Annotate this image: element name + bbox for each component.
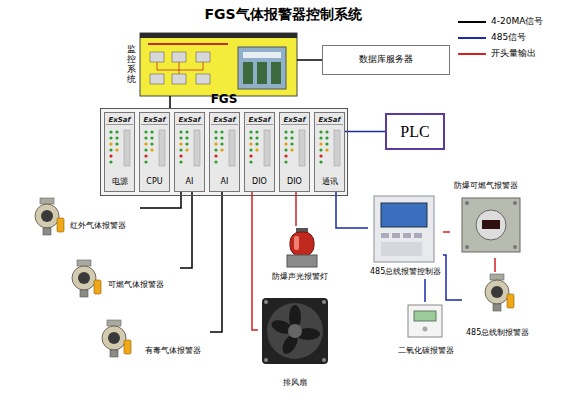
node-text: ExSaf	[175, 116, 204, 124]
detector-icon	[102, 320, 131, 357]
signal-wire	[443, 231, 450, 233]
node-text: AI	[210, 177, 239, 187]
module-card: ExSafAI	[174, 112, 205, 192]
signal-wire	[252, 192, 258, 330]
device: 防爆可燃气报警器	[450, 180, 528, 258]
signal-wire	[345, 131, 385, 133]
node-text: PLC	[387, 122, 443, 141]
node-text: 485总线报警控制器	[370, 267, 441, 277]
legend-text: 开头量输出	[491, 48, 536, 59]
node-text: ExSaf	[210, 116, 239, 124]
device: 可燃气体报警器	[65, 258, 180, 300]
signal-wire	[424, 279, 426, 302]
node-text: 数据库服务器	[323, 54, 449, 65]
device: 红外气体报警器	[28, 196, 140, 236]
node-text: ExSaf	[245, 116, 274, 124]
module-card: ExSafDIO	[244, 112, 275, 192]
device: 有毒气体报警器	[95, 318, 210, 362]
fgs-rack: FGSExSaf电源ExSafCPUExSafAIExSafAIExSafDIO…	[100, 108, 348, 196]
legend-line	[458, 16, 486, 28]
detector-icon	[35, 198, 64, 235]
detector-icon	[485, 274, 514, 311]
node-text: ExSaf	[280, 116, 309, 124]
alarm-light-icon	[287, 228, 317, 267]
device: 485总线报警控制器	[368, 193, 443, 279]
module-card: ExSafDIO	[279, 112, 310, 192]
node-text: 有毒气体报警器	[145, 346, 201, 356]
node-text: DIO	[245, 177, 274, 187]
module-card: ExSaf 电源	[104, 112, 135, 192]
legend-text: 4-20MA信号	[491, 16, 543, 27]
device: 排风扇	[258, 296, 333, 392]
node-text: ExSaf	[315, 116, 344, 124]
co2-detector-icon	[408, 305, 442, 337]
signal-wire	[210, 192, 222, 332]
legend-line	[458, 48, 486, 60]
node-text: 防爆可燃气报警器	[454, 181, 518, 191]
signal-wire	[180, 192, 192, 268]
signal-wire	[140, 192, 181, 208]
device: 485总线制报警器	[462, 272, 531, 340]
node-text: 电源	[105, 177, 134, 187]
monitor-system: 监控系统	[125, 33, 297, 96]
explosion-proof-detector-icon	[462, 198, 520, 252]
node-text: 排风扇	[283, 378, 307, 388]
server-box: 数据库服务器	[322, 45, 450, 75]
signal-wire	[297, 59, 322, 61]
signal-wire	[336, 192, 368, 228]
signal-wire	[443, 255, 462, 300]
signal-wire	[169, 96, 171, 108]
node-text: 485总线制报警器	[466, 328, 529, 338]
rack-body	[100, 108, 348, 196]
fan-icon	[262, 298, 328, 364]
legend-line	[458, 32, 486, 44]
device: 防爆声光报警灯	[270, 226, 332, 284]
node-text: ExSaf	[105, 116, 134, 124]
signal-wire	[295, 192, 297, 226]
detector-icon	[72, 260, 101, 297]
monitor-screen	[140, 33, 297, 96]
node-text: 监控系统	[127, 45, 136, 85]
signal-wire	[494, 258, 496, 272]
module-card: ExSafCPU	[139, 112, 170, 192]
node-text: DIO	[280, 177, 309, 187]
node-text: 可燃气体报警器	[108, 280, 164, 290]
device: 二氧化碳报警器	[396, 302, 458, 360]
node-text: ExSaf	[140, 116, 169, 124]
node-text: 通讯	[315, 177, 344, 187]
node-text: AI	[175, 177, 204, 187]
node-text: FGS	[101, 92, 347, 106]
node-text: 二氧化碳报警器	[398, 346, 454, 356]
node-text: CPU	[140, 177, 169, 187]
plc-box: PLC	[385, 113, 445, 150]
node-text: 红外气体报警器	[70, 221, 126, 231]
node-text: 防爆声光报警灯	[272, 272, 328, 282]
module-card: ExSafAI	[209, 112, 240, 192]
module-card: ExSaf 通讯	[314, 112, 345, 192]
legend-text: 485信号	[491, 32, 526, 43]
controller-icon	[374, 196, 434, 262]
